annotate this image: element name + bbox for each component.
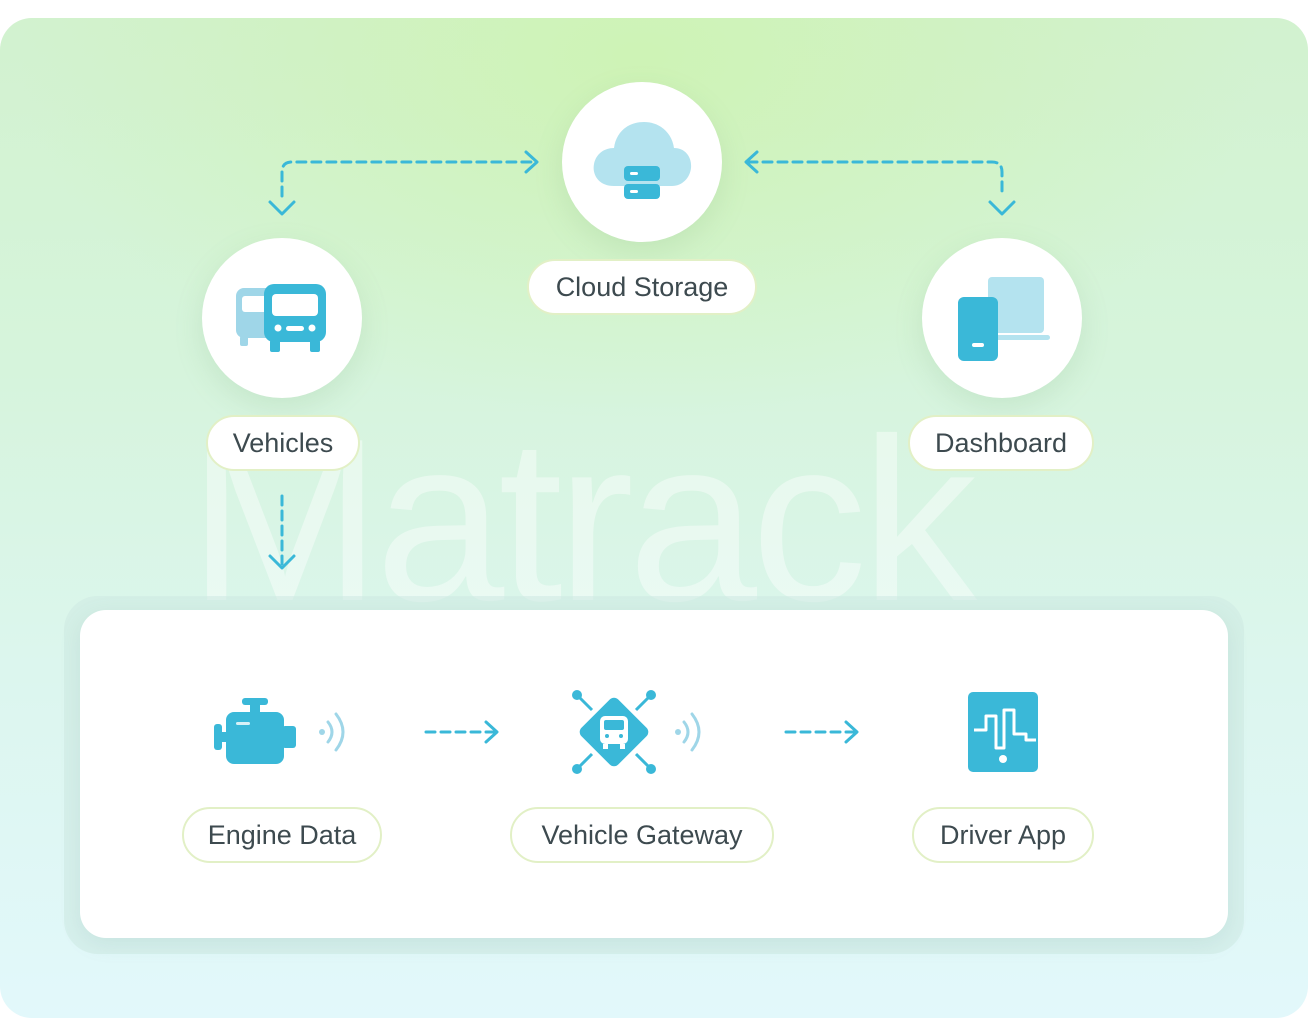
arrow-cloud-dashboard xyxy=(744,150,1016,216)
dashboard-node xyxy=(922,238,1082,398)
gateway-chip-icon xyxy=(572,690,656,774)
vehicles-label: Vehicles xyxy=(206,415,360,471)
diagram-canvas: Matrack xyxy=(0,18,1308,1018)
tablet-pulse-icon xyxy=(968,692,1038,772)
arrow-vehicles-cloud xyxy=(268,150,539,216)
wireless-signal-icon xyxy=(319,712,345,752)
arrow-gateway-driverapp xyxy=(784,720,859,744)
arrow-engine-gateway xyxy=(424,720,499,744)
driver-app-label: Driver App xyxy=(912,807,1094,863)
device-panel xyxy=(80,610,1228,938)
vehicle-gateway-label: Vehicle Gateway xyxy=(510,807,774,863)
wireless-signal-icon xyxy=(675,712,701,752)
cloud-server-icon xyxy=(593,122,692,199)
cloud-storage-node xyxy=(562,82,722,242)
engine-icon xyxy=(214,698,296,764)
vehicles-node xyxy=(202,238,362,398)
cloud-storage-label: Cloud Storage xyxy=(527,259,757,315)
devices-icon xyxy=(958,277,1050,361)
dashboard-label: Dashboard xyxy=(908,415,1094,471)
engine-data-label: Engine Data xyxy=(182,807,382,863)
bus-icon xyxy=(236,284,326,352)
arrow-vehicles-down xyxy=(268,494,296,570)
